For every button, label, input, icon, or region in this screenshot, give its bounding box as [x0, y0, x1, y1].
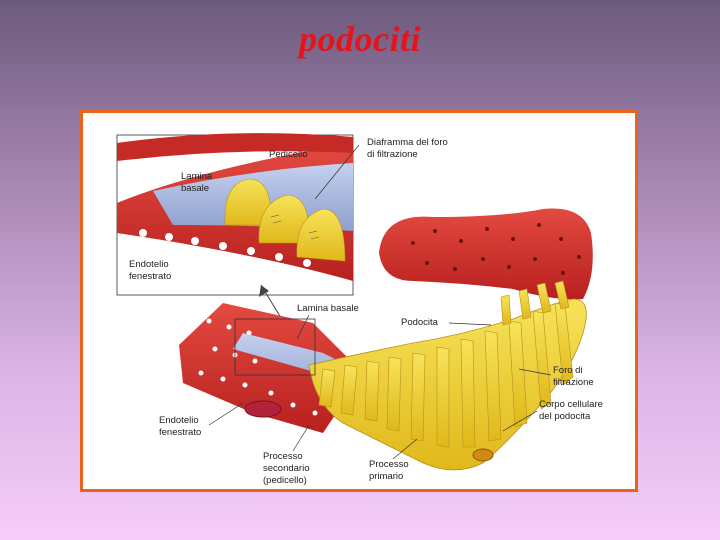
label-proc-sec-1: Processo: [263, 451, 303, 462]
leader-proc-pri: [392, 438, 418, 460]
label-endotelio-1: Endotelio: [159, 415, 199, 426]
capillary-red-tube: [379, 208, 593, 300]
label-endotelio-2: fenestrato: [159, 427, 201, 438]
label-diaframma-1: Diaframma del foro: [367, 137, 448, 148]
inset-view: Pedicello Lamina basale Endotelio fenest…: [116, 133, 360, 296]
label-proc-sec-3: (pedicello): [263, 475, 307, 486]
label-lamina-inset-2: basale: [181, 183, 209, 194]
label-corpo-1: Corpo cellulare: [539, 399, 603, 410]
leader-podocita: [448, 322, 492, 326]
label-lamina-basale: Lamina basale: [297, 303, 359, 314]
leader-corpo: [502, 410, 538, 432]
label-endotelio-inset-1: Endotelio: [129, 259, 169, 270]
label-lamina-inset-1: Lamina: [181, 171, 213, 182]
leader-lamina-basale: [296, 314, 310, 340]
label-endotelio-inset-2: fenestrato: [129, 271, 171, 282]
leader-endotelio: [208, 402, 244, 426]
leader-diaframma: [314, 144, 360, 200]
label-pedicello: Pedicello: [269, 149, 308, 160]
label-proc-pri-2: primario: [369, 471, 403, 482]
capillary-dots: [411, 223, 581, 275]
inset-endothelium-top: [117, 133, 353, 161]
endothelium-fenestrae: [198, 318, 318, 416]
label-foro-2: filtrazione: [553, 377, 594, 388]
label-proc-pri-1: Processo: [369, 459, 409, 470]
figure-frame: Pedicello Lamina basale Endotelio fenest…: [80, 110, 638, 492]
podocyte-diagram: Pedicello Lamina basale Endotelio fenest…: [116, 133, 603, 486]
podocyte-nucleus: [472, 448, 494, 462]
label-corpo-2: del podocita: [539, 411, 591, 422]
inset-slit-diaphragms: [270, 214, 320, 240]
label-proc-sec-2: secondario: [263, 463, 309, 474]
leader-foro: [518, 368, 552, 376]
leader-proc-sec: [292, 424, 310, 452]
label-podocita: Podocita: [401, 317, 439, 328]
zoom-arrowhead: [259, 285, 269, 297]
label-diaframma-2: di filtrazione: [367, 149, 418, 160]
endothelium-wall: [179, 303, 363, 433]
label-foro-1: Foro di: [553, 365, 583, 376]
slide-title: podociti: [299, 19, 421, 59]
endothelial-nucleus: [244, 400, 282, 418]
zoom-region-box: [234, 318, 316, 376]
foot-processes: [318, 280, 574, 448]
inset-pedicels: [224, 178, 346, 262]
